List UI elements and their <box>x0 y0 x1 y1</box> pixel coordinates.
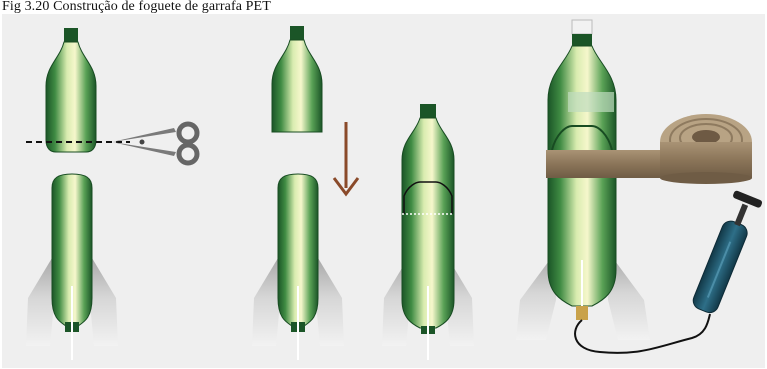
figure-caption: Fig 3.20 Construção de foguete de garraf… <box>2 0 271 14</box>
bottle-cap <box>572 20 592 34</box>
